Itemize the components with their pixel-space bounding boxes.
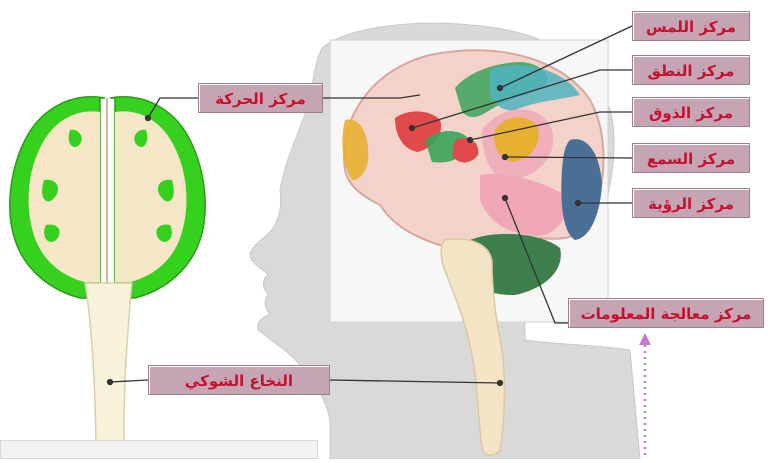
label-information-processing-center: مركز معالجة المعلومات — [568, 298, 764, 328]
bottom-panel — [0, 440, 318, 459]
label-touch-center: مركز اللمس — [632, 11, 750, 41]
label-spinal-cord: النخاع الشوكي — [148, 365, 330, 395]
label-speech-center: مركز النطق — [632, 55, 750, 85]
dotted-arrow — [639, 333, 651, 455]
label-motor-center: مركز الحركة — [198, 83, 323, 113]
label-hearing-center: مركز السمع — [632, 143, 750, 173]
brain-coronal-section — [10, 97, 205, 298]
label-taste-center: مركز الذوق — [632, 97, 750, 127]
label-vision-center: مركز الرؤية — [632, 188, 750, 218]
spinal-cord-coronal — [85, 283, 132, 459]
